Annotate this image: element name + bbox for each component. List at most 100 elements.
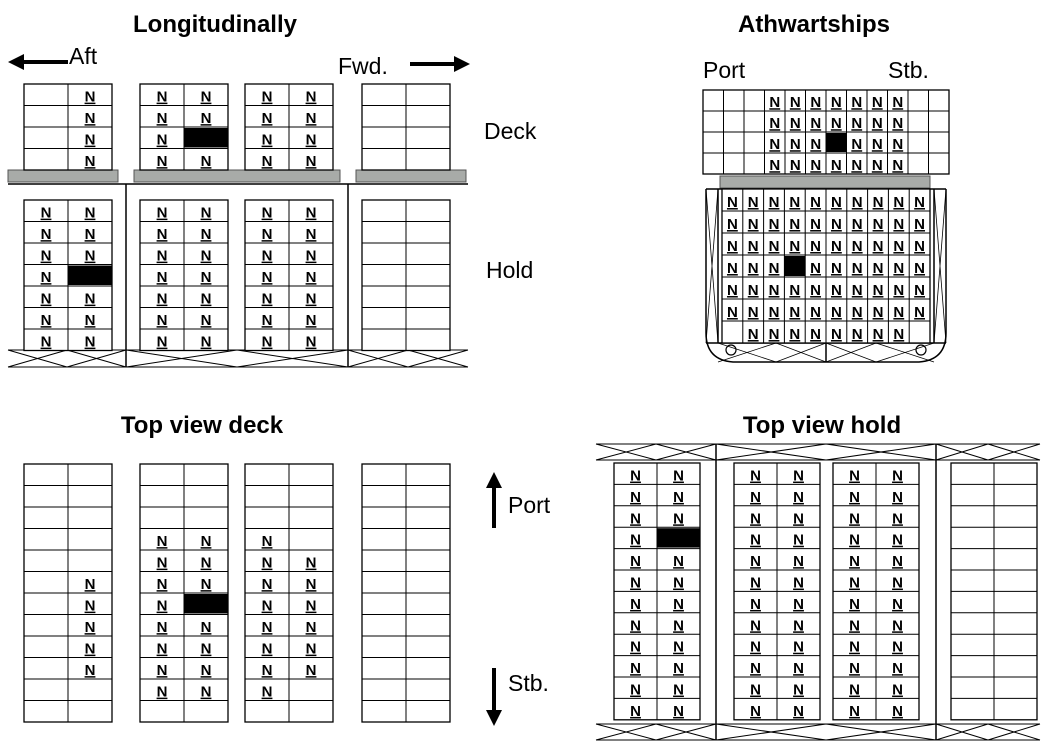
deck-stack-fwd (361, 83, 451, 171)
container-n-marker: N (630, 660, 641, 677)
container-n-marker: N (157, 226, 168, 243)
container-n-marker: N (85, 153, 96, 170)
container-n-marker: N (673, 468, 684, 485)
container-n-marker: N (157, 662, 168, 679)
aft-arrow-icon (8, 54, 68, 70)
container-n-marker: N (892, 532, 903, 549)
container-n-marker: N (157, 89, 168, 106)
container-n-marker: N (849, 617, 860, 634)
container-n-marker: N (201, 153, 212, 170)
container-n-marker: N (914, 194, 925, 211)
container-n-marker: N (41, 226, 52, 243)
container-n-marker: N (793, 468, 804, 485)
container-n-marker: N (727, 194, 738, 211)
top-deck-port-label: Port (508, 492, 551, 518)
hold-label: Hold (486, 257, 533, 283)
container-n-marker: N (851, 94, 862, 111)
container-n-marker: N (851, 157, 862, 174)
highlighted-container (68, 265, 112, 285)
container-n-marker: N (852, 216, 863, 233)
container-n-marker: N (306, 576, 317, 593)
container-n-marker: N (750, 489, 761, 506)
container-n-marker: N (85, 291, 96, 308)
container-n-marker: N (873, 194, 884, 211)
container-n-marker: N (769, 194, 780, 211)
container-n-marker: N (201, 205, 212, 222)
container-n-marker: N (849, 553, 860, 570)
container-n-marker: N (892, 157, 903, 174)
container-n-marker: N (262, 89, 273, 106)
container-n-marker: N (157, 641, 168, 658)
container-n-marker: N (849, 575, 860, 592)
container-n-marker: N (262, 641, 273, 658)
aft-label: Aft (69, 43, 98, 69)
container-n-marker: N (893, 326, 904, 343)
container-n-marker: N (793, 639, 804, 656)
container-n-marker: N (85, 576, 96, 593)
container-n-marker: N (157, 248, 168, 265)
container-n-marker: N (914, 282, 925, 299)
container-n-marker: N (810, 157, 821, 174)
container-n-marker: N (748, 326, 759, 343)
container-n-marker: N (157, 334, 168, 351)
container-n-marker: N (831, 260, 842, 277)
container-n-marker: N (793, 553, 804, 570)
container-n-marker: N (831, 304, 842, 321)
container-n-marker: N (750, 639, 761, 656)
container-n-marker: N (852, 282, 863, 299)
container-n-marker: N (201, 334, 212, 351)
container-n-marker: N (262, 555, 273, 572)
container-n-marker: N (157, 533, 168, 550)
highlighted-container (826, 133, 847, 152)
container-n-marker: N (914, 260, 925, 277)
container-n-marker: N (892, 136, 903, 153)
container-n-marker: N (892, 660, 903, 677)
container-n-marker: N (262, 205, 273, 222)
container-n-marker: N (748, 282, 759, 299)
top-view-deck-title: Top view deck (121, 412, 284, 439)
container-n-marker: N (793, 575, 804, 592)
container-n-marker: N (750, 553, 761, 570)
container-n-marker: N (630, 682, 641, 699)
container-n-marker: N (892, 553, 903, 570)
container-n-marker: N (893, 304, 904, 321)
container-n-marker: N (201, 269, 212, 286)
container-n-marker: N (789, 194, 800, 211)
container-n-marker: N (41, 291, 52, 308)
container-n-marker: N (892, 575, 903, 592)
container-n-marker: N (262, 291, 273, 308)
double-bottom (7, 349, 469, 368)
container-n-marker: N (85, 89, 96, 106)
container-n-marker: N (748, 238, 759, 255)
container-n-marker: N (41, 248, 52, 265)
container-n-marker: N (630, 468, 641, 485)
container-n-marker: N (873, 260, 884, 277)
container-n-marker: N (201, 110, 212, 127)
container-n-marker: N (85, 312, 96, 329)
container-n-marker: N (769, 216, 780, 233)
container-n-marker: N (201, 89, 212, 106)
container-n-marker: N (157, 555, 168, 572)
container-n-marker: N (810, 282, 821, 299)
top-deck-bay-fwd (361, 463, 451, 723)
container-n-marker: N (849, 596, 860, 613)
container-n-marker: N (306, 269, 317, 286)
athwart-port-label: Port (703, 57, 746, 83)
container-n-marker: N (306, 598, 317, 615)
container-n-marker: N (85, 619, 96, 636)
container-n-marker: N (748, 260, 759, 277)
container-n-marker: N (306, 205, 317, 222)
container-n-marker: N (852, 326, 863, 343)
container-n-marker: N (769, 282, 780, 299)
container-n-marker: N (914, 216, 925, 233)
container-n-marker: N (769, 157, 780, 174)
container-n-marker: N (157, 619, 168, 636)
container-n-marker: N (748, 304, 759, 321)
